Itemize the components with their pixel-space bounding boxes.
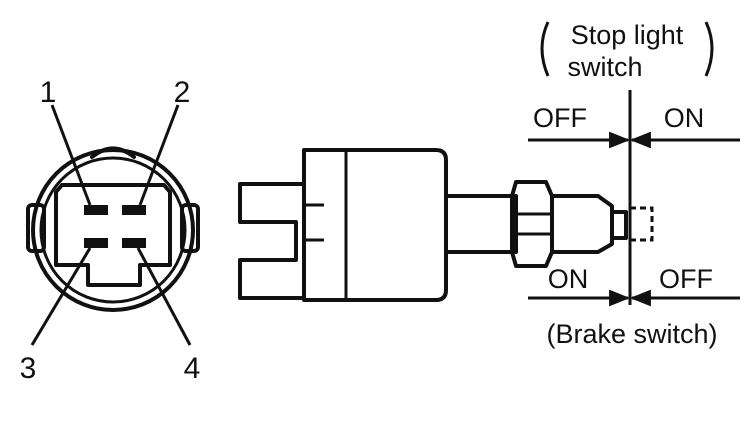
- pin-number-2: 2: [174, 76, 191, 109]
- switch-body: [302, 148, 448, 302]
- pin-number-3: 3: [20, 352, 37, 385]
- leader-line-2: [138, 104, 180, 206]
- connector-housing: [54, 183, 172, 287]
- plunger-extended-outline: [630, 206, 654, 242]
- terminal-4: [122, 238, 146, 248]
- stop-light-switch-title-line2: switch: [567, 52, 642, 82]
- title-bracket-right: [704, 21, 714, 77]
- switch-side-view: [238, 148, 654, 302]
- switch-rear-connector: [238, 182, 306, 300]
- pin-number-1: 1: [40, 76, 57, 109]
- stop-light-on-label: ON: [664, 103, 705, 133]
- leader-line-1: [50, 104, 92, 206]
- switch-front-shaft: [550, 194, 614, 254]
- pin-number-4: 4: [184, 352, 201, 385]
- title-bracket-left: [540, 21, 550, 77]
- leader-line-4: [136, 247, 192, 346]
- terminal-3: [84, 238, 108, 248]
- switch-annotations: Stop light switch OFF ON ON OFF (Brake s…: [528, 20, 740, 349]
- connector-left-tab: [26, 203, 46, 253]
- brake-switch-off-label: OFF: [659, 264, 713, 294]
- brake-switch-on-label: ON: [548, 264, 589, 294]
- connector-top-latch: [90, 146, 136, 159]
- connector-right-tab: [180, 203, 200, 253]
- switch-plunger: [610, 210, 628, 240]
- leader-line-3: [30, 247, 92, 346]
- terminal-1: [84, 205, 108, 215]
- connector-end-view: 1 2 3 4: [20, 76, 201, 385]
- brake-switch-title: (Brake switch): [546, 319, 717, 349]
- stop-light-switch-title-line1: Stop light: [571, 20, 684, 50]
- terminal-2: [122, 205, 146, 215]
- connector-inner-ring: [39, 156, 187, 304]
- stop-light-off-label: OFF: [533, 103, 587, 133]
- switch-threaded-shaft: [444, 194, 518, 254]
